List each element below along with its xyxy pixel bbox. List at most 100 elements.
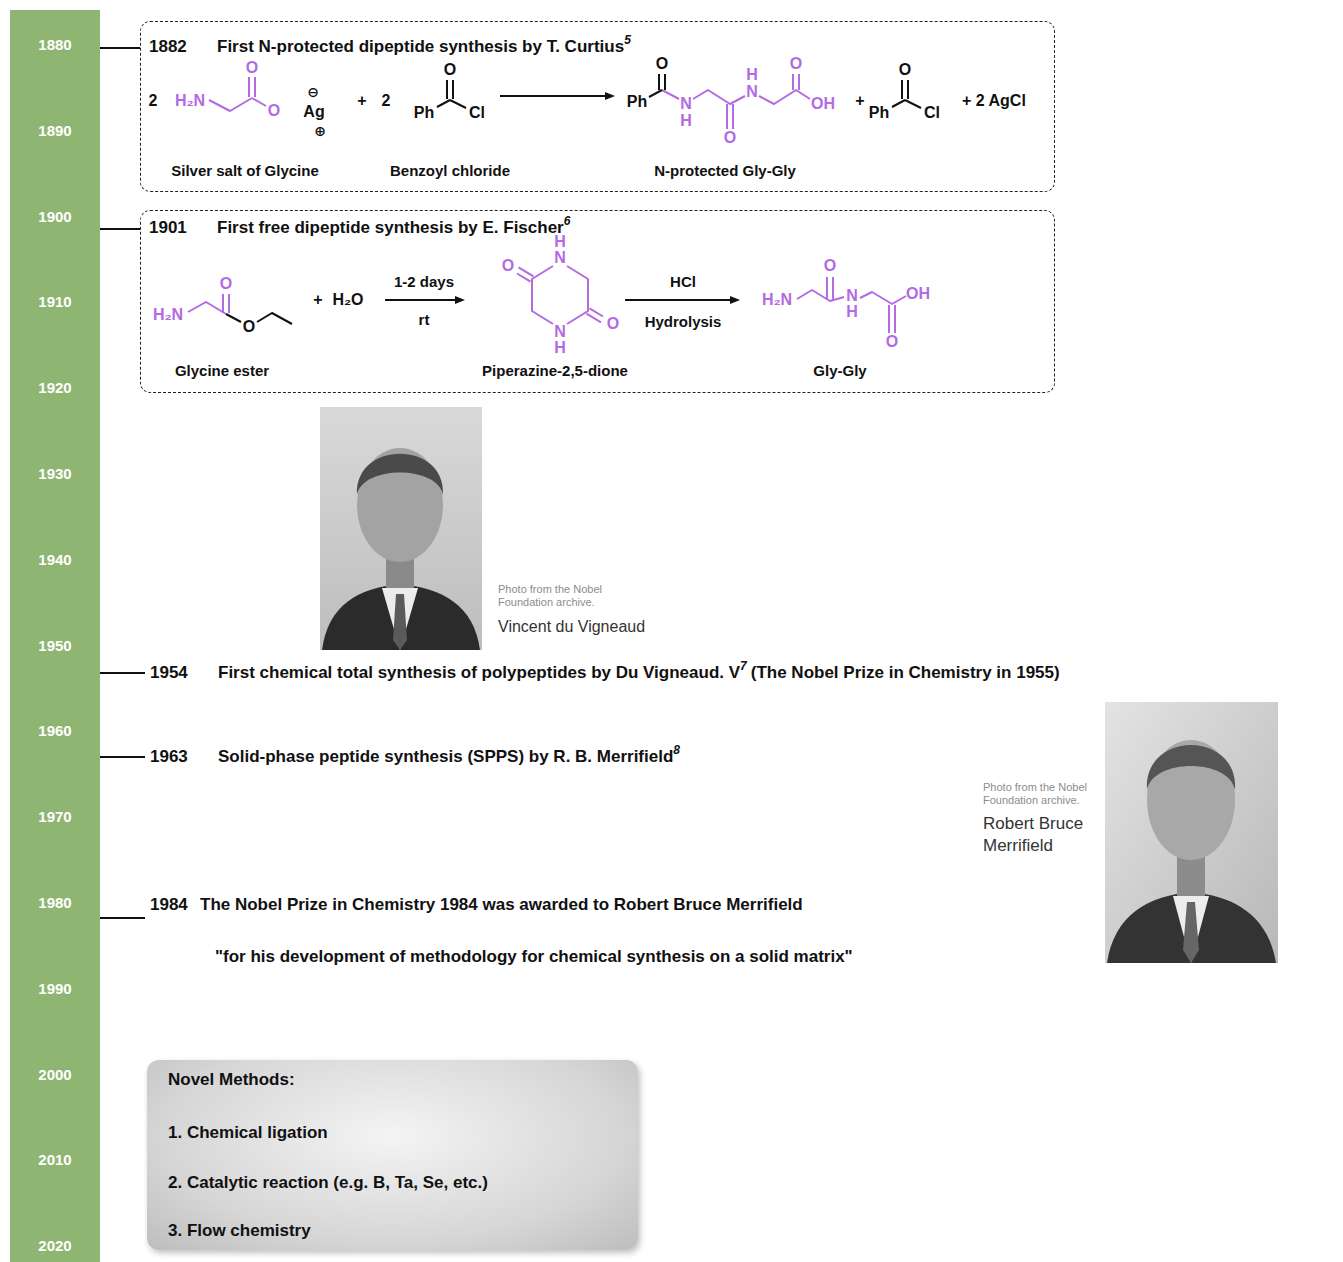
reference-number: 6 xyxy=(564,215,571,227)
portrait-photo xyxy=(1107,892,1276,963)
atom-label: H₂N xyxy=(762,292,792,308)
atom-label: + xyxy=(855,93,864,109)
portrait-photo xyxy=(320,407,482,650)
portrait-photo xyxy=(393,594,407,650)
chemical-bond xyxy=(826,277,828,300)
portrait-photo xyxy=(357,454,443,495)
portrait-photo xyxy=(320,407,482,650)
atom-label: 2 xyxy=(149,93,158,109)
reaction-arrow xyxy=(500,95,607,97)
chemical-bond xyxy=(567,266,588,324)
compound-name: HCl xyxy=(670,273,696,291)
atom-label: ⊖ xyxy=(307,84,319,100)
compound-name: Silver salt of Glycine xyxy=(171,162,319,180)
method-item: 2. Catalytic reaction (e.g. B, Ta, Se, e… xyxy=(168,1173,488,1193)
timeline-tick xyxy=(100,228,140,230)
year-label: 2020 xyxy=(10,1237,100,1255)
chemical-bond xyxy=(797,290,844,301)
year-label: 1950 xyxy=(10,637,100,655)
atom-label: + 2 AgCl xyxy=(962,93,1026,109)
atom-label: O xyxy=(607,316,619,332)
chemical-bond xyxy=(726,104,728,129)
event-year: 1954 xyxy=(150,663,218,683)
timeline-tick xyxy=(100,47,140,49)
compound-name: Benzoyl chloride xyxy=(390,162,510,180)
heading-row: 1882First N-protected dipeptide synthesi… xyxy=(149,37,635,57)
compound-name: Gly-Gly xyxy=(813,362,866,380)
chemical-bond xyxy=(228,294,230,313)
portrait-photo xyxy=(1173,896,1209,963)
atom-label: Ph xyxy=(627,94,647,110)
atom-label: O xyxy=(243,319,255,335)
chemical-bond xyxy=(732,104,734,129)
compound-name: Hydrolysis xyxy=(645,313,722,331)
atom-label: O xyxy=(724,130,736,146)
event-title: First N-protected dipeptide synthesis by… xyxy=(217,37,624,57)
chemical-bond xyxy=(892,100,905,107)
chemical-bond xyxy=(590,308,604,316)
chemical-bond xyxy=(226,314,241,322)
year-label: 1930 xyxy=(10,465,100,483)
atom-label: O xyxy=(246,60,258,76)
year-label: 1920 xyxy=(10,379,100,397)
year-label: 1890 xyxy=(10,122,100,140)
portrait-photo xyxy=(1105,702,1278,963)
atom-label: Ph xyxy=(414,105,434,121)
portrait-photo xyxy=(1147,745,1235,790)
atom-label: N xyxy=(746,84,758,100)
portrait-photo xyxy=(1105,702,1278,963)
chemical-bond xyxy=(226,74,921,324)
event-row: 1963Solid-phase peptide synthesis (SPPS)… xyxy=(150,747,684,767)
event-year: 1963 xyxy=(150,747,218,767)
chemical-bond xyxy=(901,80,903,99)
atom-label: O xyxy=(220,276,232,292)
reference-number: 7 xyxy=(740,660,747,672)
year-label: 1970 xyxy=(10,808,100,826)
year-label: 2000 xyxy=(10,1066,100,1084)
atom-label: H xyxy=(746,67,758,83)
chemical-bond xyxy=(658,74,660,90)
year-label: 1940 xyxy=(10,551,100,569)
atom-label: H₂N xyxy=(175,93,205,109)
chemical-bond xyxy=(532,266,553,324)
portrait-photo xyxy=(357,448,443,562)
chemical-bond xyxy=(209,98,252,111)
atom-label: Ag xyxy=(303,104,324,120)
chemical-bond xyxy=(905,100,921,108)
chemical-bond xyxy=(888,305,890,333)
atom-label: O xyxy=(656,56,668,72)
atom-label: H xyxy=(680,113,692,129)
atom-label: Cl xyxy=(469,105,485,121)
atom-label: O xyxy=(268,103,280,119)
year-label: 1990 xyxy=(10,980,100,998)
chemical-bond xyxy=(248,77,250,97)
chemical-bond xyxy=(188,302,226,314)
atom-label: OH xyxy=(811,96,835,112)
portrait-photo xyxy=(382,588,418,650)
compound-name: rt xyxy=(419,311,430,329)
chemical-bond xyxy=(693,90,745,104)
event-year: 1901 xyxy=(149,218,217,238)
timeline-bar: 1880189019001910192019301940195019601970… xyxy=(10,10,100,1262)
year-label: 1960 xyxy=(10,722,100,740)
chemical-bond xyxy=(798,74,800,90)
atom-label: N xyxy=(554,250,566,266)
compound-name: Piperazine-2,5-dione xyxy=(482,362,628,380)
chemical-bond xyxy=(894,305,896,333)
event-row: 1954First chemical total synthesis of po… xyxy=(150,663,1060,683)
timeline-tick xyxy=(100,756,145,758)
atom-label: H₂O xyxy=(332,292,363,308)
event-text: First chemical total synthesis of polype… xyxy=(218,663,740,683)
atom-label: N xyxy=(846,288,858,304)
timeline-tick xyxy=(100,672,145,674)
atom-label: N xyxy=(680,96,692,112)
atom-label: Cl xyxy=(924,105,940,121)
compound-name: 1-2 days xyxy=(394,273,454,291)
atom-label: O xyxy=(899,62,911,78)
chemical-bond xyxy=(664,74,666,90)
method-item: 3. Flow chemistry xyxy=(168,1221,311,1241)
event-year: 1882 xyxy=(149,37,217,57)
chemical-bond xyxy=(517,274,531,282)
atom-label: OH xyxy=(906,286,930,302)
chemical-bond xyxy=(907,80,909,99)
